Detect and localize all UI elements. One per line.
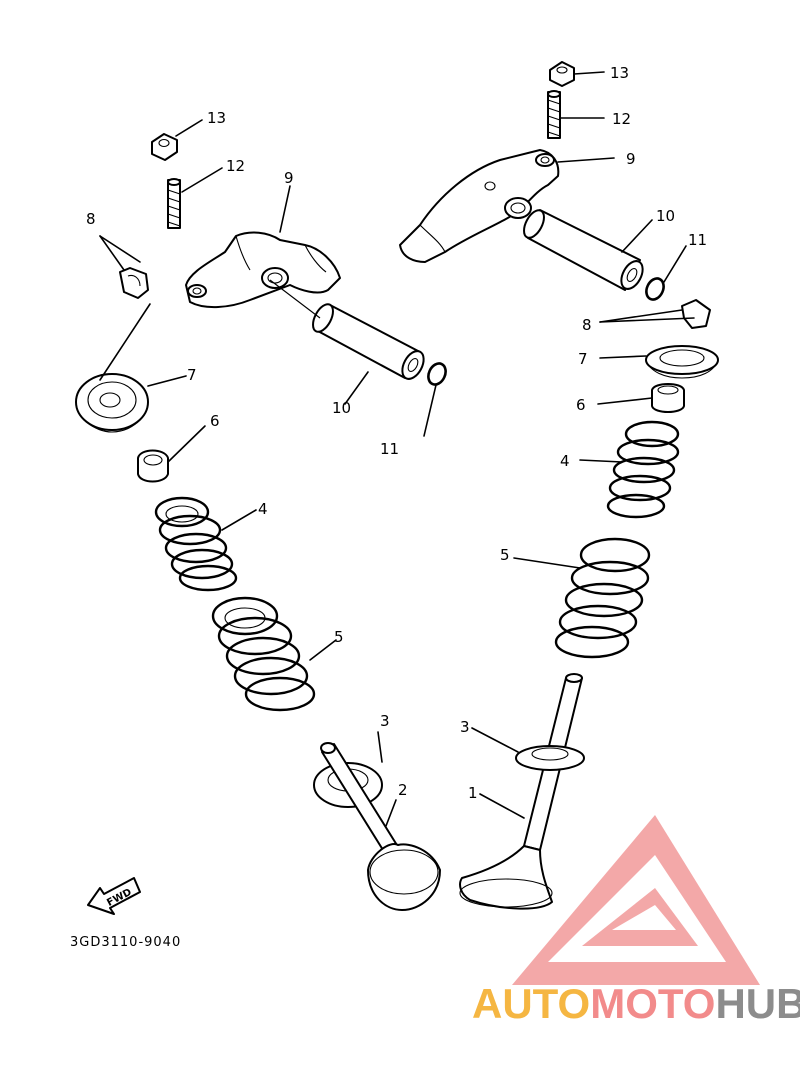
label-4-right: 4 bbox=[560, 452, 570, 470]
automotohub-logo-icon bbox=[512, 815, 760, 985]
valve-spring-retainer-left bbox=[75, 373, 149, 433]
o-ring-right bbox=[645, 277, 665, 301]
exhaust-valve bbox=[320, 742, 441, 911]
rocker-shaft-left bbox=[269, 279, 425, 380]
label-8-right: 8 bbox=[582, 316, 592, 334]
label-10-left: 10 bbox=[332, 399, 351, 417]
label-9-left: 9 bbox=[284, 169, 294, 187]
label-13-right: 13 bbox=[610, 64, 629, 82]
watermark-moto: MOTO bbox=[590, 980, 715, 1027]
rocker-arm-right bbox=[399, 149, 560, 263]
adjusting-screw-right bbox=[547, 90, 561, 139]
watermark-hub: HUB bbox=[715, 980, 800, 1027]
locknut-right bbox=[549, 61, 575, 87]
valve-cotter-right bbox=[681, 299, 711, 329]
label-7-left: 7 bbox=[187, 366, 197, 384]
label-11-left: 11 bbox=[380, 440, 399, 458]
label-6-left: 6 bbox=[210, 412, 220, 430]
adjusting-screw-left bbox=[167, 178, 181, 229]
label-7-right: 7 bbox=[578, 350, 588, 368]
label-5-right: 5 bbox=[500, 546, 510, 564]
rocker-arm-left bbox=[185, 231, 341, 308]
spring-seat-right bbox=[515, 745, 585, 771]
label-13-left: 13 bbox=[207, 109, 226, 127]
label-6-right: 6 bbox=[576, 396, 586, 414]
label-5-left: 5 bbox=[334, 628, 344, 646]
label-11-right: 11 bbox=[688, 231, 707, 249]
label-12-left: 12 bbox=[226, 157, 245, 175]
label-3-left: 3 bbox=[380, 712, 390, 730]
watermark-brand: AUTOMOTOHUB bbox=[472, 980, 800, 1027]
label-9-right: 9 bbox=[626, 150, 636, 168]
valve-stem-seal-right bbox=[651, 383, 685, 413]
outer-valve-spring-right bbox=[554, 537, 651, 659]
label-1: 1 bbox=[468, 784, 478, 802]
label-4-left: 4 bbox=[258, 500, 268, 518]
label-8-left: 8 bbox=[86, 210, 96, 228]
locknut-left bbox=[151, 133, 178, 161]
watermark-auto: AUTO bbox=[472, 980, 590, 1027]
outer-valve-spring-left bbox=[211, 596, 316, 712]
valve-spring-retainer-right bbox=[645, 345, 719, 379]
fwd-arrow-icon: FWD bbox=[87, 877, 141, 915]
label-3-right: 3 bbox=[460, 718, 470, 736]
label-12-right: 12 bbox=[612, 110, 631, 128]
diagram-code: 3GD3110-9040 bbox=[70, 935, 181, 950]
label-2: 2 bbox=[398, 781, 408, 799]
inner-valve-spring-right bbox=[606, 420, 680, 519]
valve-stem-seal-left bbox=[137, 449, 169, 483]
part-number-labels: 13 12 9 8 7 6 4 5 10 11 3 2 13 12 9 10 1… bbox=[86, 64, 707, 802]
leader-lines bbox=[99, 71, 695, 827]
rocker-shaft-right bbox=[523, 209, 644, 291]
intake-valve bbox=[459, 673, 583, 910]
label-10-right: 10 bbox=[656, 207, 675, 225]
o-ring-left bbox=[427, 362, 447, 386]
valve-cotter-left bbox=[119, 267, 149, 299]
inner-valve-spring-left bbox=[154, 496, 238, 592]
